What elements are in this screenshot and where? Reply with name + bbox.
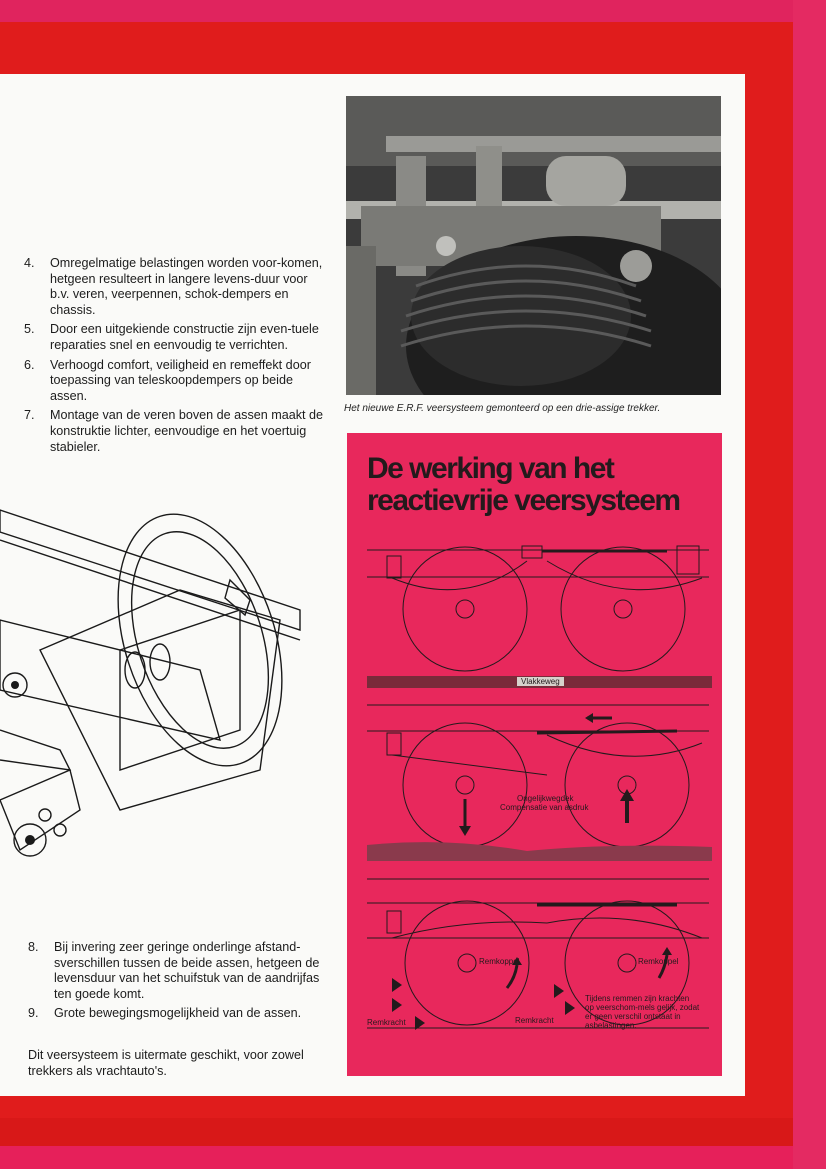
item-number: 4. — [24, 256, 35, 270]
item-text: Door een uitgekiende constructie zijn ev… — [50, 322, 319, 352]
suspension-diagram-panel: De werking van het reactievrije veersyst… — [347, 433, 722, 1076]
label-ongelijkwegdek: Ongelijkwegdek — [517, 794, 574, 803]
list-item: 5. Door een uitgekiende constructie zijn … — [24, 322, 324, 353]
features-list-bottom: 8. Bij invering zeer geringe onderlinge a… — [28, 940, 320, 1026]
item-text: Grote bewegingsmogelijkheid van de assen… — [54, 1006, 302, 1021]
label-remkracht-mid: Remkracht — [515, 1016, 554, 1025]
red-frame-bottom — [0, 1118, 793, 1146]
list-item: 4. Omregelmatige belastingen worden voor-… — [24, 256, 324, 318]
item-text: Verhoogd comfort, veiligheid en remeffek… — [50, 357, 311, 403]
item-text: Montage van de veren boven de assen maak… — [50, 408, 324, 454]
list-item: 9. Grote bewegingsmogelijkheid van de ass… — [28, 1006, 320, 1022]
features-list-top: 4. Omregelmatige belastingen worden voor-… — [24, 256, 324, 459]
pink-edge-strip — [793, 0, 826, 1169]
item-number: 9. — [28, 1006, 39, 1021]
label-vlakkeweg: Vlakkeweg — [517, 677, 564, 686]
suspension-photo — [346, 96, 721, 395]
outer-border-top — [0, 0, 826, 22]
item-text: Bij invering zeer geringe onderlinge afs… — [54, 940, 320, 1001]
item-number: 5. — [24, 322, 35, 337]
label-remkoppel-left: Remkoppel — [479, 957, 520, 966]
item-number: 8. — [28, 940, 39, 954]
list-item: 7. Montage van de veren boven de assen ma… — [24, 408, 324, 455]
item-text: Omregelmatige belastingen worden voor-ko… — [50, 256, 323, 317]
label-braking-note: Tijdens remmen zijn krachten op veerscho… — [585, 994, 700, 1030]
closing-paragraph: Dit veersysteem is uitermate geschikt, v… — [28, 1048, 304, 1078]
diagram-title: De werking van het reactievrije veersyst… — [367, 452, 681, 517]
item-number: 7. — [24, 408, 35, 423]
chassis-illustration — [0, 509, 301, 857]
label-remkracht-left: Remkracht — [367, 1018, 406, 1027]
label-compensatie: Compensatie van asdruk — [500, 803, 589, 812]
list-item: 8. Bij invering zeer geringe onderlinge a… — [28, 940, 320, 1002]
suspension-diagrams — [367, 545, 712, 1030]
photo-caption: Het nieuwe E.R.F. veersysteem gemonteerd… — [344, 403, 661, 414]
label-remkoppel-right: Remkoppel — [638, 957, 679, 966]
list-item: 6. Verhoogd comfort, veiligheid en remeff… — [24, 358, 324, 405]
item-number: 6. — [24, 357, 35, 372]
